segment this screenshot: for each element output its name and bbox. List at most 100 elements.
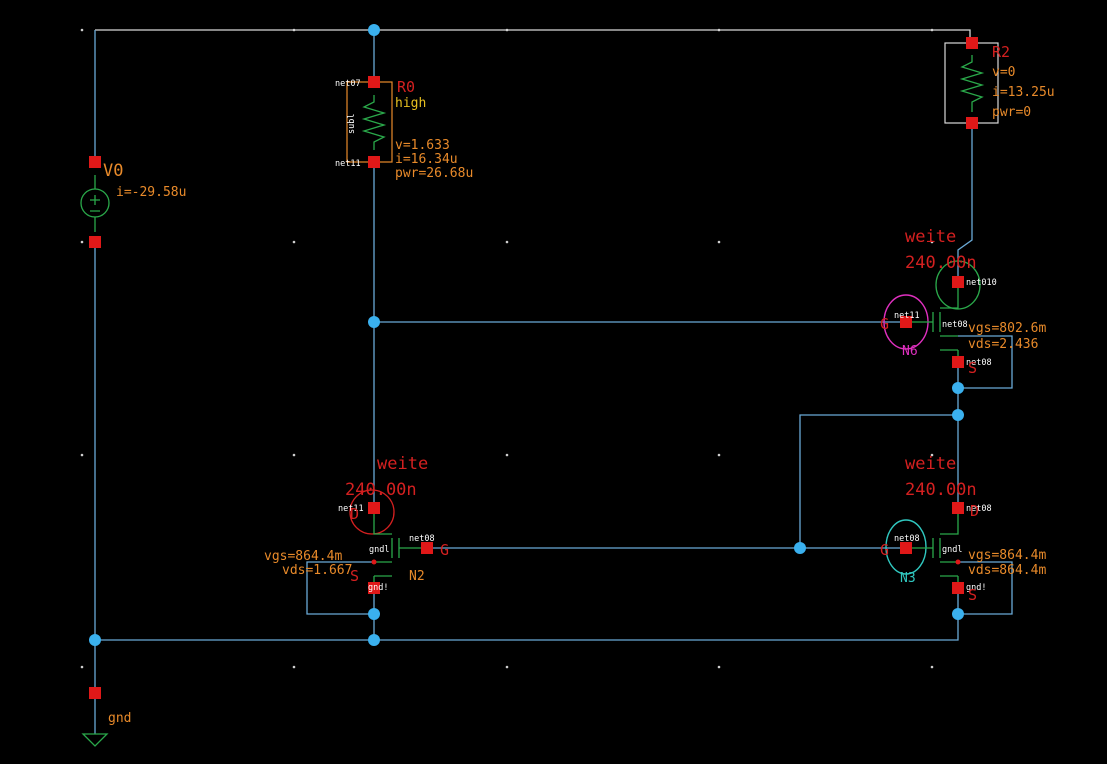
n3-body-pin[interactable]: [955, 559, 961, 565]
grid-dot: [80, 28, 84, 32]
r0-bottom-net: net11: [335, 159, 361, 169]
r2-power-label: pwr=0: [992, 105, 1031, 120]
n6-vds-label: vds=2.436: [968, 337, 1038, 352]
grid-dot: [717, 665, 721, 669]
n6-gate-pin[interactable]: [900, 316, 912, 328]
n2-body-pin[interactable]: [371, 559, 377, 565]
ground-pin[interactable]: [89, 687, 101, 699]
n6-name-label: N6: [902, 344, 918, 359]
junction-net08[interactable]: [952, 409, 964, 421]
n2-gate-pin[interactable]: [421, 542, 433, 554]
n2-source-letter: S: [350, 567, 359, 585]
n3-vds-label: vds=864.4m: [968, 563, 1046, 578]
n2-drain-net: net11: [338, 504, 364, 514]
n3-transistor[interactable]: weite 240.00n net08 net08 gndl gnd! D G …: [880, 454, 1046, 604]
n6-gate-net: net11: [894, 311, 920, 321]
n6-vgs-label: vgs=802.6m: [968, 321, 1046, 336]
ground-bus-wire[interactable]: [95, 614, 959, 641]
top-wire[interactable]: [95, 29, 971, 43]
r2-top-pin[interactable]: [966, 37, 978, 49]
grid-dot: [80, 453, 84, 457]
n3-gate-pin[interactable]: [900, 542, 912, 554]
n2-bottom-net: gnd!: [368, 583, 388, 593]
n3-drain-letter: D: [970, 502, 979, 520]
junction-n6-source[interactable]: [952, 382, 964, 394]
junction-ground-n2[interactable]: [368, 634, 380, 646]
n2-transistor[interactable]: weite 240.00n net11 gndl net08 gnd! D G …: [264, 454, 449, 594]
r2-resistor[interactable]: R2 v=0 i=13.25u pwr=0: [944, 37, 1055, 129]
v0-name-label: V0: [103, 161, 123, 181]
n2-drain-pin[interactable]: [368, 502, 380, 514]
junction-ground-left[interactable]: [89, 634, 101, 646]
r2-bottom-pin[interactable]: [966, 117, 978, 129]
n6-source-pin[interactable]: [952, 356, 964, 368]
r2-voltage-label: v=0: [992, 65, 1015, 80]
n3-bottom-net: gnd!: [966, 583, 986, 593]
n3-vgs-label: vgs=864.4m: [968, 548, 1046, 563]
r0-bottom-pin[interactable]: [368, 156, 380, 168]
n6-drain-pin[interactable]: [952, 276, 964, 288]
n2-name-label: N2: [409, 569, 425, 584]
n6-width-label: weite: [905, 227, 956, 247]
r0-model-label: high: [395, 96, 426, 111]
grid-dot: [930, 665, 934, 669]
r0-voltage-label: v=1.633: [395, 138, 450, 153]
n3-gate-highlight: [885, 519, 927, 575]
n3-drain-net: net08: [966, 504, 992, 514]
n6-source-net: net08: [966, 358, 992, 368]
junction-n2-body[interactable]: [368, 608, 380, 620]
n6-width-value: 240.00n: [905, 253, 977, 273]
r0-current-label: i=16.34u: [395, 152, 458, 167]
n2-vgs-label: vgs=864.4m: [264, 549, 342, 564]
n6-source-letter: S: [968, 359, 977, 377]
grid-dot: [930, 453, 934, 457]
n3-body-wire[interactable]: [958, 561, 1013, 615]
grid-dot: [505, 665, 509, 669]
v0-minus-pin[interactable]: [89, 236, 101, 248]
grid-dot: [505, 240, 509, 244]
grid-dot: [505, 453, 509, 457]
v0-plus-pin[interactable]: [89, 156, 101, 168]
n3-name-label: N3: [900, 571, 916, 586]
grid-dot: [292, 240, 296, 244]
grid-dot: [930, 240, 934, 244]
junctions: [89, 24, 964, 646]
n2-width-label: weite: [377, 454, 428, 474]
grid-dot: [80, 665, 84, 669]
n2-source-pin[interactable]: [368, 582, 380, 594]
r0-resistor[interactable]: net07 net11 subl R0 high v=1.633 i=16.34…: [335, 76, 473, 181]
n2-body-wire[interactable]: [306, 561, 374, 615]
n6-body-net: net08: [942, 320, 968, 330]
junction-net11[interactable]: [368, 316, 380, 328]
n3-drain-pin[interactable]: [952, 502, 964, 514]
n3-width-value: 240.00n: [905, 480, 977, 500]
n6-gate-letter: G: [880, 315, 889, 333]
wires: [94, 29, 1013, 693]
ground-label: gnd: [108, 711, 131, 726]
n2-width-value: 240.00n: [345, 480, 417, 500]
n6-transistor[interactable]: weite 240.00n net010 net11 net08 net08 G…: [880, 227, 1046, 377]
n2-side-net: net08: [409, 534, 435, 544]
n6-drain-highlight: [935, 260, 981, 310]
junction-net08-gate[interactable]: [794, 542, 806, 554]
net08-loop-wire[interactable]: [799, 414, 958, 548]
n3-gate-letter: G: [880, 541, 889, 559]
r0-tag: subl: [347, 114, 357, 134]
junction-top[interactable]: [368, 24, 380, 36]
junction-n3-body[interactable]: [952, 608, 964, 620]
n3-width-label: weite: [905, 454, 956, 474]
n3-source-pin[interactable]: [952, 582, 964, 594]
grid-dots: [80, 28, 934, 669]
n6-body-wire[interactable]: [958, 335, 1013, 389]
r0-name-label: R0: [397, 78, 415, 96]
n2-drain-highlight: [349, 489, 395, 535]
r0-top-pin[interactable]: [368, 76, 380, 88]
n2-vds-label: vds=1.667: [282, 563, 352, 578]
v0-source[interactable]: V0 i=-29.58u: [80, 156, 186, 248]
n2-drain-letter: D: [350, 505, 359, 523]
r0-top-net: net07: [335, 79, 361, 89]
r2-bottom-wire[interactable]: [957, 123, 973, 282]
n3-gate-net: net08: [894, 534, 920, 544]
ground-symbol[interactable]: gnd: [81, 687, 131, 747]
